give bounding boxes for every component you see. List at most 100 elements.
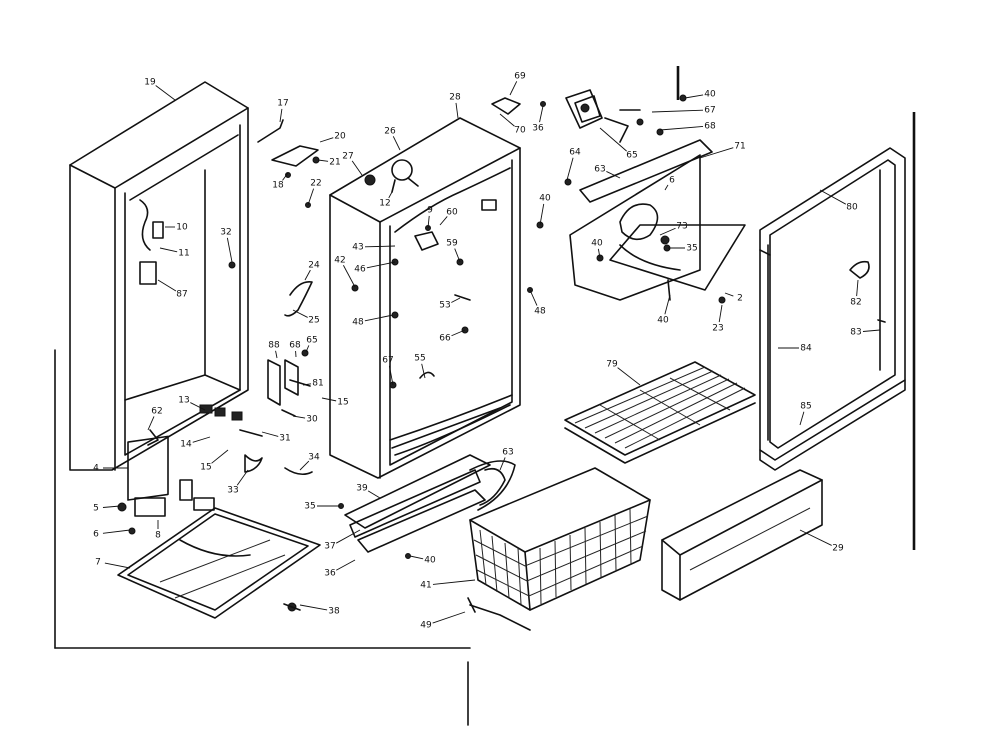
part-label-l66: 66 bbox=[439, 334, 451, 344]
leader-line-l15b bbox=[211, 449, 229, 464]
part-label-l7: 7 bbox=[95, 558, 101, 568]
part-label-l15: 15 bbox=[337, 398, 348, 408]
leader-line-l40d bbox=[664, 294, 671, 315]
leader-line-l33 bbox=[236, 469, 249, 486]
part-label-l35: 35 bbox=[686, 244, 697, 254]
leader-line-l27 bbox=[351, 160, 363, 176]
leader-line-l12 bbox=[388, 191, 393, 199]
leader-line-l13 bbox=[190, 402, 206, 411]
part-label-l62: 62 bbox=[151, 407, 162, 417]
leader-line-l82 bbox=[856, 279, 859, 297]
leader-line-l18 bbox=[282, 172, 289, 181]
part-label-l5: 5 bbox=[93, 504, 99, 514]
leader-line-l40e bbox=[409, 555, 424, 560]
door-trim bbox=[661, 469, 823, 601]
part-label-l73: 73 bbox=[676, 222, 687, 232]
leader-line-l64 bbox=[566, 157, 574, 181]
drain-tray-parts bbox=[338, 454, 516, 559]
part-label-l6: 6 bbox=[93, 530, 99, 540]
part-label-l41: 41 bbox=[420, 581, 431, 591]
part-label-l6c: 6 bbox=[669, 176, 675, 186]
leader-line-l60 bbox=[439, 216, 448, 226]
leader-line-l46 bbox=[366, 261, 396, 269]
leader-line-l40a bbox=[684, 94, 704, 99]
leader-line-l23b bbox=[718, 304, 723, 323]
leader-line-l22 bbox=[307, 188, 315, 206]
leader-line-l34 bbox=[299, 460, 310, 471]
leader-line-l80 bbox=[819, 189, 847, 205]
leader-line-l42 bbox=[343, 265, 356, 288]
part-label-l32: 32 bbox=[220, 228, 231, 238]
part-label-l36b: 36 bbox=[324, 569, 336, 579]
leader-line-l69 bbox=[509, 81, 518, 96]
part-label-l48: 48 bbox=[352, 318, 364, 328]
leader-line-l70 bbox=[499, 113, 515, 127]
leader-line-l15 bbox=[321, 397, 337, 402]
part-label-l53: 53 bbox=[439, 301, 450, 311]
leader-line-l41 bbox=[432, 579, 476, 585]
part-label-l82: 82 bbox=[850, 298, 861, 308]
leader-line-l65 bbox=[305, 345, 310, 353]
part-label-l10: 10 bbox=[176, 223, 188, 233]
part-label-l63: 63 bbox=[594, 165, 605, 175]
part-label-l71: 71 bbox=[734, 142, 745, 152]
leader-line-l63b bbox=[499, 457, 506, 471]
part-label-l23b: 23 bbox=[712, 324, 723, 334]
part-label-l87: 87 bbox=[176, 290, 187, 300]
top-hinge-parts bbox=[257, 119, 320, 208]
leader-line-l81 bbox=[302, 383, 312, 386]
part-label-l40e: 40 bbox=[424, 556, 436, 566]
leader-line-l67 bbox=[388, 365, 394, 386]
leader-line-l5 bbox=[102, 505, 121, 508]
part-label-l39: 39 bbox=[356, 484, 368, 494]
leader-line-l55 bbox=[421, 363, 426, 379]
part-label-l65b: 65 bbox=[626, 151, 637, 161]
part-label-l35b: 35 bbox=[304, 502, 315, 512]
leader-line-l28 bbox=[455, 102, 459, 119]
part-label-l40d: 40 bbox=[657, 316, 669, 326]
part-label-l85: 85 bbox=[800, 402, 811, 412]
leader-line-l31 bbox=[261, 431, 279, 437]
leader-line-l66 bbox=[451, 329, 466, 337]
part-label-l65: 65 bbox=[306, 336, 317, 346]
leader-line-l30 bbox=[292, 415, 306, 419]
leader-line-l26 bbox=[392, 136, 401, 151]
part-label-l70: 70 bbox=[514, 126, 526, 136]
evaporator-plate bbox=[536, 139, 746, 304]
leader-line-l17 bbox=[279, 108, 283, 123]
leader-line-l24 bbox=[304, 269, 311, 281]
leader-line-l7 bbox=[104, 562, 131, 569]
leader-line-l62 bbox=[147, 416, 155, 431]
leader-line-l36 bbox=[539, 105, 544, 123]
part-label-l19: 19 bbox=[144, 78, 156, 88]
part-label-l55: 55 bbox=[414, 354, 425, 364]
leader-line-l21 bbox=[317, 159, 329, 162]
left-bracket-parts bbox=[267, 280, 313, 417]
leader-line-l9 bbox=[427, 215, 430, 229]
part-label-l48b: 48 bbox=[534, 307, 546, 317]
part-label-l81: 81 bbox=[312, 379, 323, 389]
part-label-l40b: 40 bbox=[539, 194, 551, 204]
part-label-l34: 34 bbox=[308, 453, 320, 463]
part-label-l33: 33 bbox=[227, 486, 238, 496]
part-label-l40c: 40 bbox=[591, 239, 603, 249]
leader-lines bbox=[102, 81, 881, 624]
part-label-l31: 31 bbox=[279, 434, 290, 444]
part-label-l13: 13 bbox=[178, 396, 189, 406]
door-gasket bbox=[759, 147, 906, 471]
part-label-l68b: 68 bbox=[704, 122, 716, 132]
part-label-l67b: 67 bbox=[704, 106, 715, 116]
leader-line-l37 bbox=[335, 529, 361, 544]
part-label-l63b: 63 bbox=[502, 448, 513, 458]
part-label-l69: 69 bbox=[514, 72, 526, 82]
leader-line-l49 bbox=[432, 611, 466, 624]
leader-line-l63 bbox=[606, 171, 621, 179]
part-label-l18: 18 bbox=[272, 181, 284, 191]
leader-line-l25 bbox=[292, 309, 308, 318]
part-label-l60: 60 bbox=[446, 208, 458, 218]
leader-line-l68b bbox=[659, 126, 704, 131]
leader-line-l67b bbox=[651, 109, 704, 113]
part-label-l2: 2 bbox=[737, 294, 743, 304]
leader-line-l59 bbox=[454, 248, 461, 263]
